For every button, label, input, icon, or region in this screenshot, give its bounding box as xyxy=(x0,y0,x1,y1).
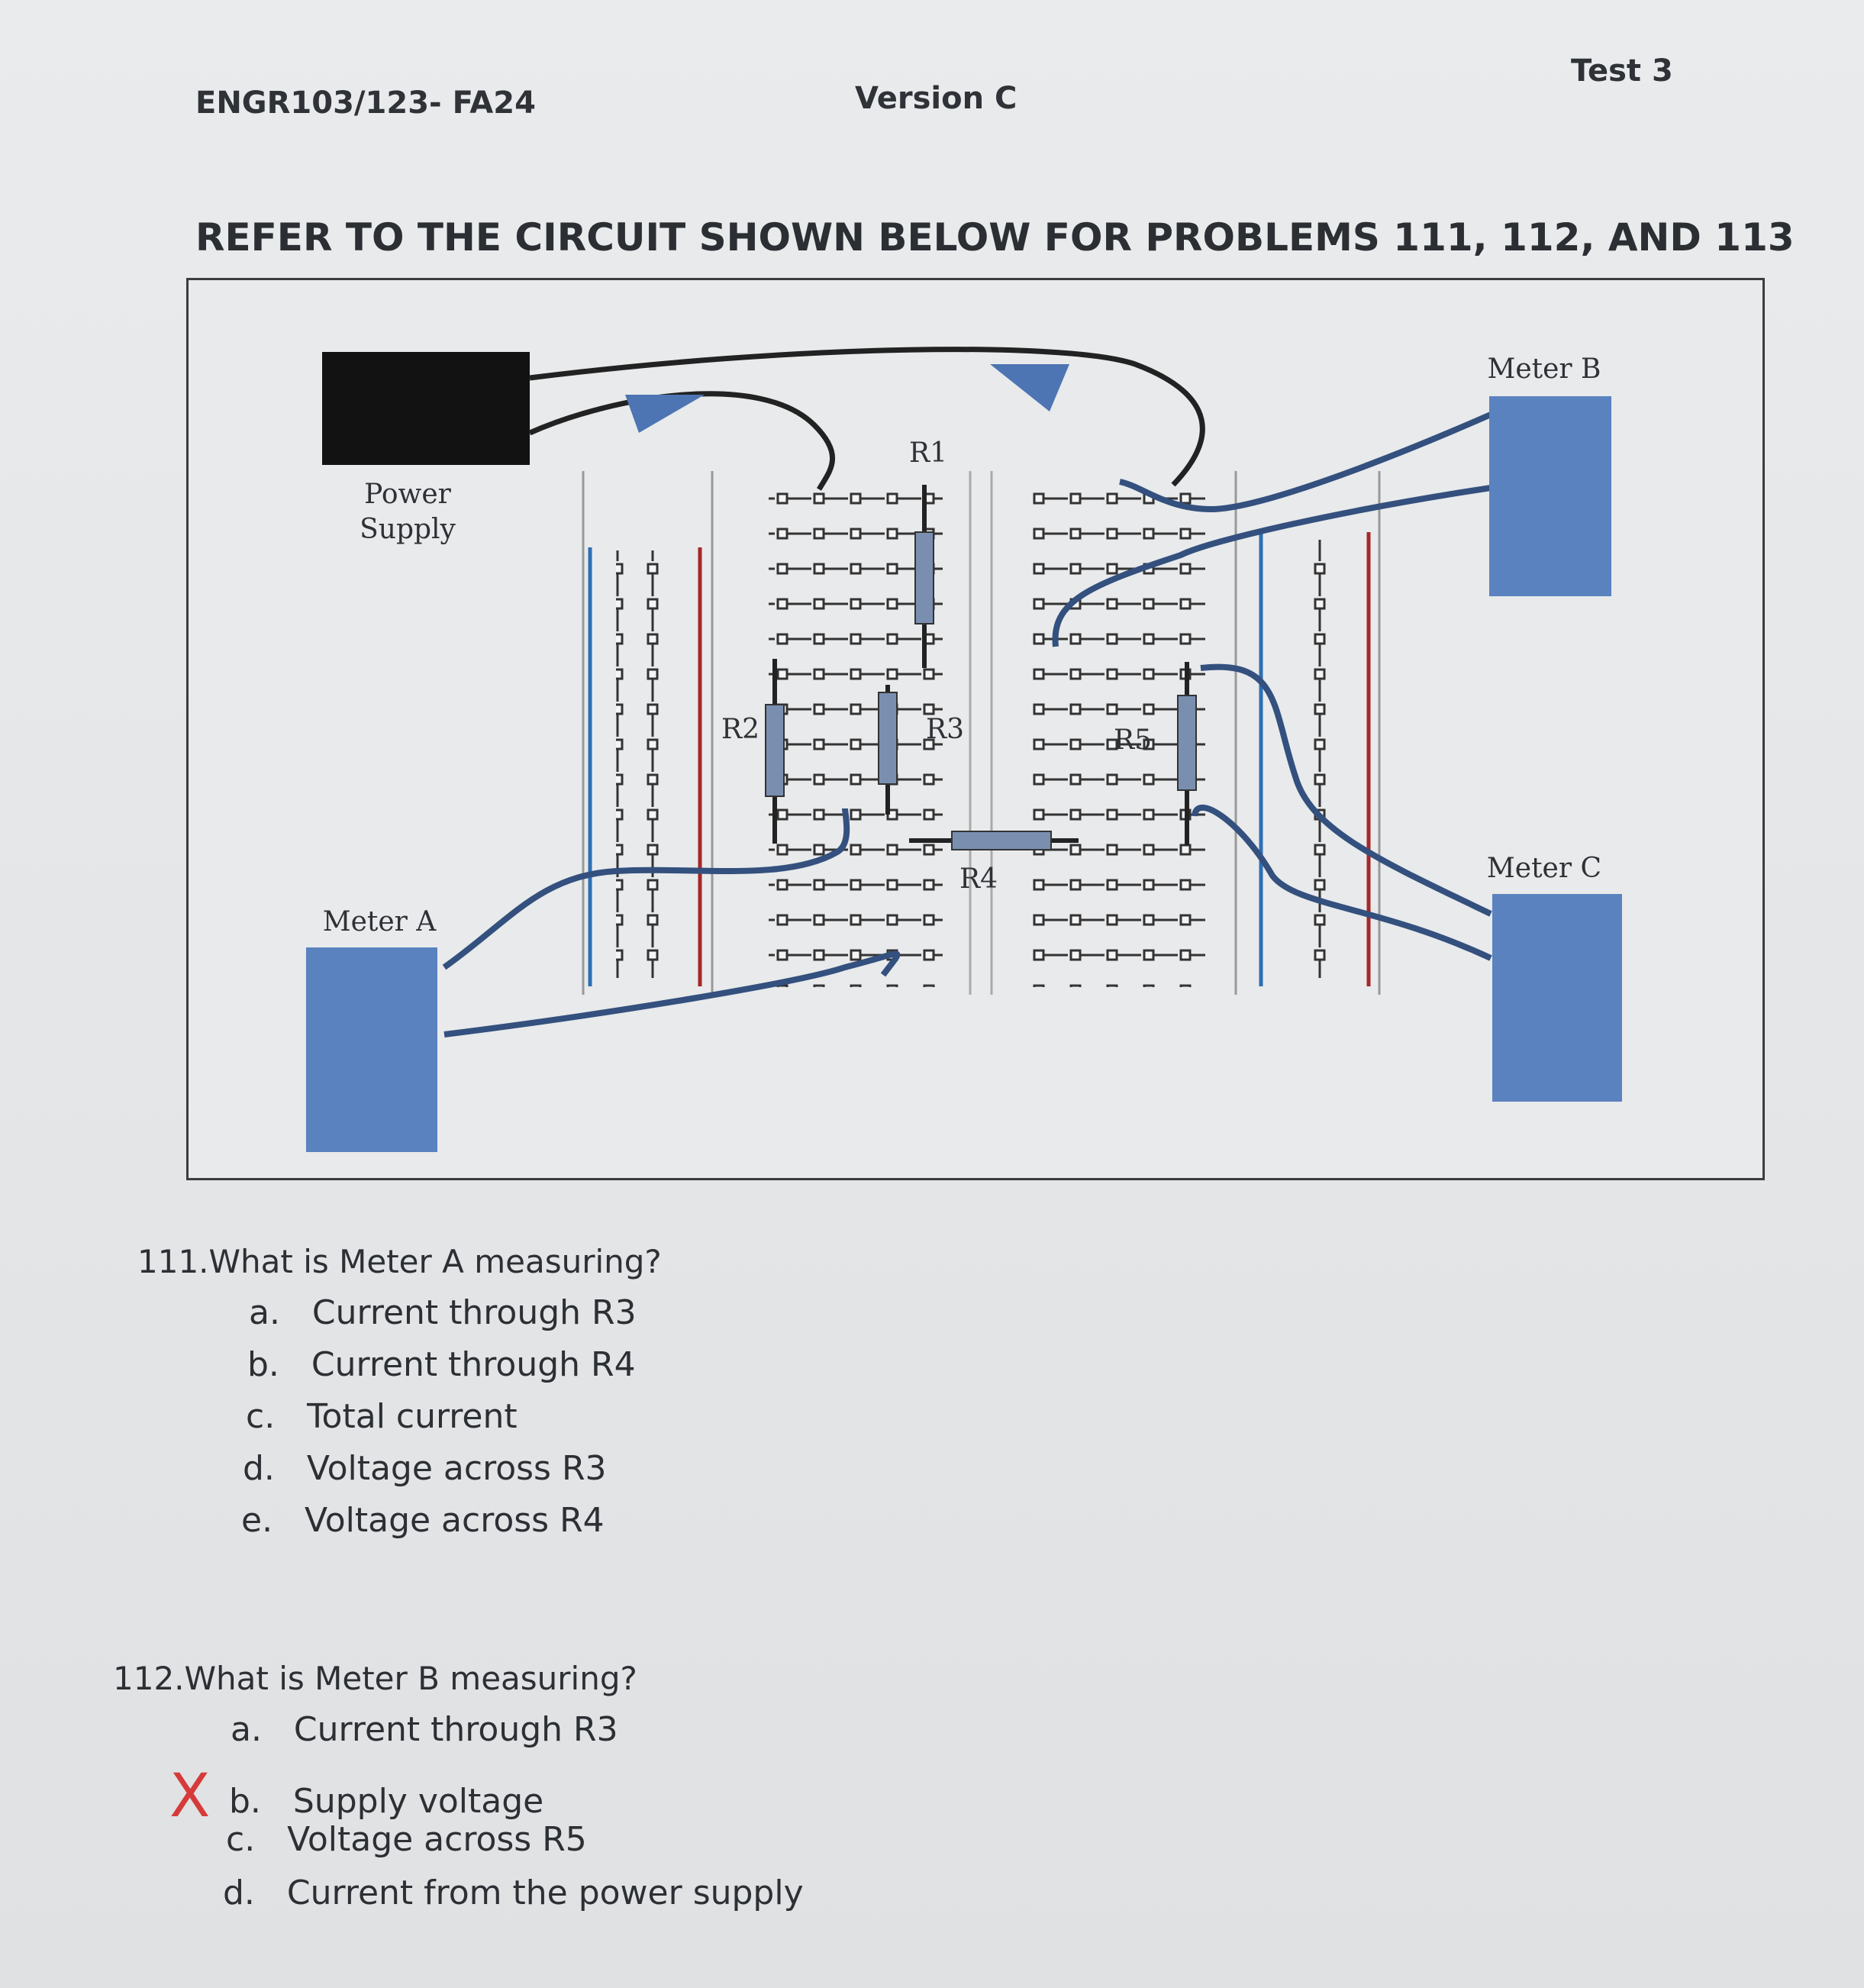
resistor-r2 xyxy=(765,659,785,844)
meter-a-box xyxy=(306,947,437,1152)
option-letter: d. xyxy=(223,1873,255,1912)
q111-option-c[interactable]: c. Total current xyxy=(246,1397,518,1436)
meter-c-label: Meter C xyxy=(1487,853,1601,884)
supply-wire-negative xyxy=(528,391,836,491)
meter-c-box xyxy=(1492,894,1622,1102)
right-power-rail xyxy=(1234,471,1381,995)
option-text: Current through R3 xyxy=(293,1710,618,1749)
r5-label: R5 xyxy=(1114,725,1152,756)
resistor-r1 xyxy=(914,485,934,668)
test-number: Test 3 xyxy=(1571,53,1673,89)
option-text: Voltage across R3 xyxy=(306,1449,607,1488)
current-arrow-left xyxy=(625,395,705,433)
option-text: Current through R3 xyxy=(311,1293,637,1332)
option-letter: e. xyxy=(241,1501,273,1540)
left-power-rail xyxy=(582,471,714,995)
breadboard-svg: Power Supply xyxy=(306,347,1622,1152)
option-text: Current from the power supply xyxy=(286,1873,804,1912)
instructions-heading: REFER TO THE CIRCUIT SHOWN BELOW FOR PRO… xyxy=(195,215,1795,260)
option-text: Current through R4 xyxy=(311,1345,636,1384)
r3-label: R3 xyxy=(926,714,964,745)
r1-label: R1 xyxy=(909,437,947,469)
option-text: Voltage across R5 xyxy=(287,1820,587,1859)
meter-a-wire-2 xyxy=(443,950,901,1038)
meter-c-wire-2 xyxy=(1192,804,1492,961)
option-letter: c. xyxy=(246,1397,276,1436)
course-code: ENGR103/123- FA24 xyxy=(195,86,536,121)
r2-label: R2 xyxy=(721,714,759,745)
exam-version: Version C xyxy=(855,81,1017,116)
meter-b-box xyxy=(1489,396,1611,596)
option-letter: b. xyxy=(229,1782,261,1821)
resistor-r5 xyxy=(1177,662,1197,845)
option-letter: b. xyxy=(247,1345,279,1384)
question-111-title: 111.What is Meter A measuring? xyxy=(137,1243,662,1280)
handwritten-x-mark: X xyxy=(169,1762,211,1831)
q112-option-a[interactable]: a. Current through R3 xyxy=(231,1710,618,1749)
power-supply-label: Power xyxy=(364,479,452,510)
option-letter: c. xyxy=(226,1820,256,1859)
q111-option-a[interactable]: a. Current through R3 xyxy=(249,1293,637,1332)
option-letter: a. xyxy=(249,1293,280,1332)
q112-option-d[interactable]: d. Current from the power supply xyxy=(223,1873,804,1912)
q112-option-c[interactable]: c. Voltage across R5 xyxy=(226,1820,587,1859)
q111-option-e[interactable]: e. Voltage across R4 xyxy=(241,1501,605,1540)
circuit-diagram: Power Supply xyxy=(186,278,1765,1180)
q111-option-d[interactable]: d. Voltage across R3 xyxy=(243,1449,607,1488)
r4-label: R4 xyxy=(959,863,998,895)
meter-c-wire-1 xyxy=(1200,663,1492,917)
q112-option-b[interactable]: b. Supply voltage xyxy=(229,1782,543,1821)
option-letter: a. xyxy=(231,1710,262,1749)
option-text: Supply voltage xyxy=(292,1782,544,1821)
resistor-r3 xyxy=(878,685,898,815)
meter-b-label: Meter B xyxy=(1487,353,1601,385)
meter-b-wire-2 xyxy=(1052,485,1492,647)
supply-wire-positive xyxy=(529,347,1205,487)
current-arrow-right xyxy=(990,364,1069,411)
option-text: Voltage across R4 xyxy=(305,1501,605,1540)
power-supply-label-2: Supply xyxy=(360,514,456,545)
option-letter: d. xyxy=(243,1449,275,1488)
power-supply-box xyxy=(322,352,530,465)
meter-a-label: Meter A xyxy=(323,906,437,938)
resistor-r4 xyxy=(909,831,1079,850)
terminal-strip-left xyxy=(769,474,943,987)
meter-b-wire-1 xyxy=(1119,411,1492,513)
option-text: Total current xyxy=(307,1397,518,1436)
meter-a-wire-1 xyxy=(442,808,850,970)
q111-option-b[interactable]: b. Current through R4 xyxy=(247,1345,636,1384)
question-112-title: 112.What is Meter B measuring? xyxy=(113,1660,637,1697)
